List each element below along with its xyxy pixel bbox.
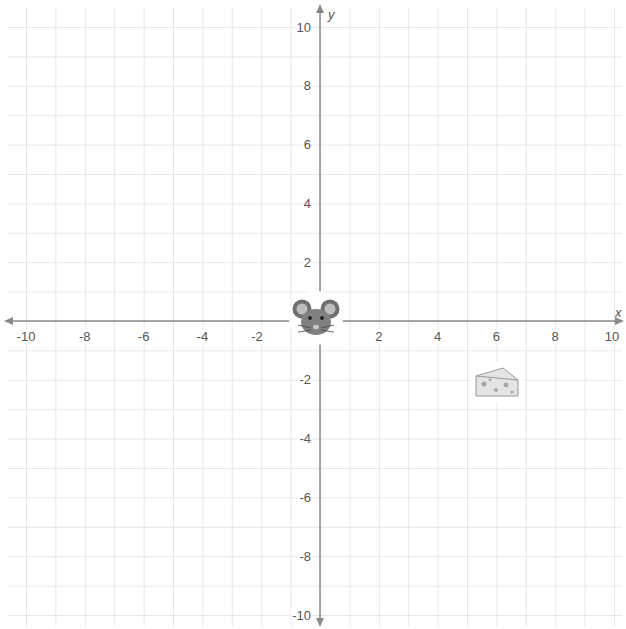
axis-name: x [614, 305, 623, 320]
tick-label: 8 [303, 78, 312, 93]
tick-label: 6 [492, 329, 501, 344]
cheese-icon [470, 362, 524, 402]
tick-label: -10 [291, 608, 312, 623]
tick-label: 2 [303, 255, 312, 270]
tick-label: 6 [303, 137, 312, 152]
tick-label: 4 [303, 196, 312, 211]
tick-label: -4 [196, 329, 210, 344]
axis-name: y [327, 7, 336, 22]
tick-label: -4 [298, 431, 312, 446]
mouse-icon [289, 291, 343, 345]
axes [4, 4, 624, 627]
grid-lines [8, 8, 622, 626]
tick-label: 4 [433, 329, 442, 344]
tick-label: 10 [296, 20, 312, 35]
tick-label: -8 [78, 329, 92, 344]
tick-label: -6 [298, 490, 312, 505]
tick-label: -2 [250, 329, 264, 344]
tick-label: 2 [374, 329, 383, 344]
tick-label: -8 [298, 549, 312, 564]
tick-label: 8 [551, 329, 560, 344]
tick-label: -2 [298, 372, 312, 387]
tick-label: -10 [16, 329, 37, 344]
tick-label: 10 [604, 329, 620, 344]
tick-label: -6 [137, 329, 151, 344]
